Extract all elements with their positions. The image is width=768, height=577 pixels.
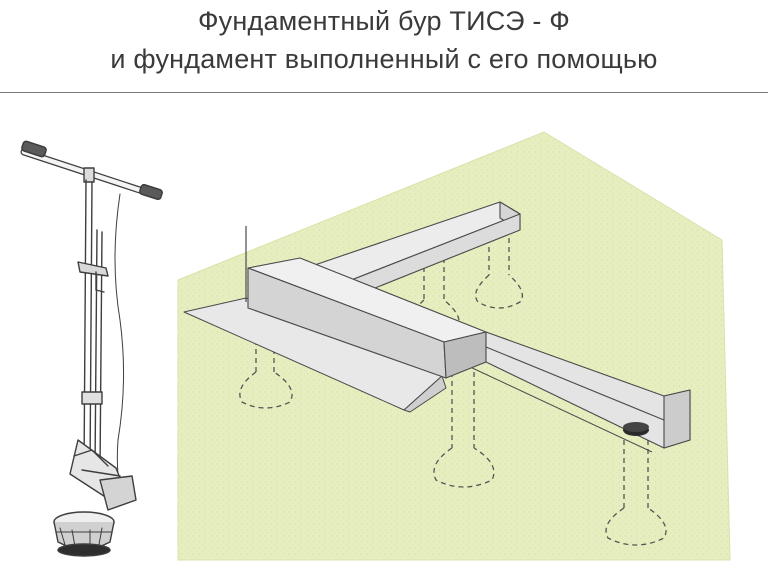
page-title: Фундаментный бур ТИСЭ - Ф и фундамент вы…	[0, 2, 768, 78]
foundation-beam	[247, 201, 691, 449]
drill-blade	[69, 439, 137, 511]
drill-bucket	[53, 511, 115, 557]
pile-cap-icon	[623, 422, 649, 436]
drill-bracket	[77, 261, 109, 405]
title-line-2: и фундамент выполненный с его помощью	[110, 44, 658, 74]
title-line-1: Фундаментный бур ТИСЭ - Ф	[197, 6, 571, 36]
title-divider	[0, 92, 768, 93]
pile-center	[433, 372, 495, 488]
drill-shaft	[83, 179, 103, 471]
drill-cable	[114, 193, 125, 487]
auger-drill-icon	[20, 140, 163, 557]
drill-handle	[20, 140, 163, 201]
pile-back-right	[475, 238, 523, 309]
pile-left	[239, 340, 293, 409]
pile-right	[605, 440, 667, 546]
